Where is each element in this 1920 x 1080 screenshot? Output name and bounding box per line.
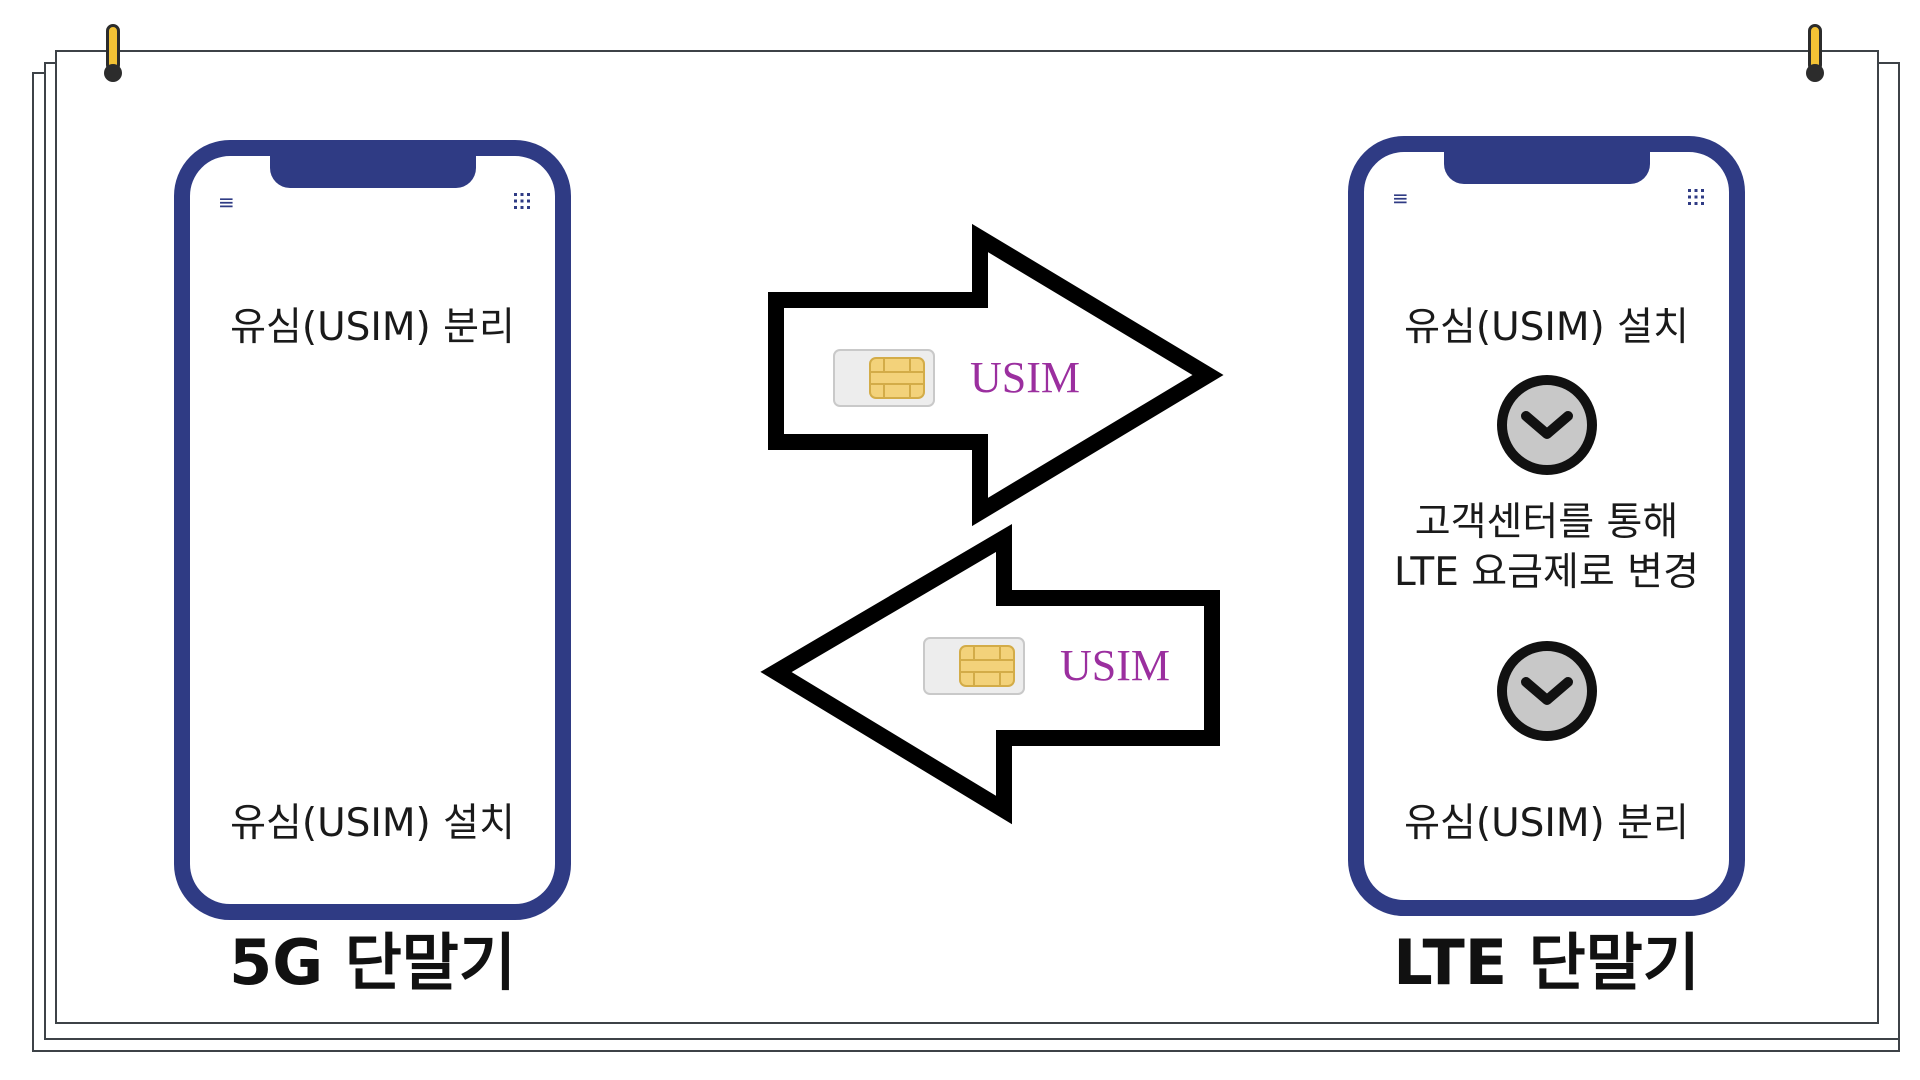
lte-usim-install-text: 유심(USIM) 설치: [1404, 305, 1689, 350]
phone-notch: [1444, 148, 1650, 184]
usim-transfer-arrows: USIM USIM: [760, 223, 1224, 825]
usim-text-bottom: USIM: [1060, 641, 1170, 690]
chevron-down-icon: [1496, 375, 1597, 475]
app-grid-icon: [514, 193, 530, 209]
pushpin-right-icon: [1806, 24, 1824, 82]
app-grid-icon: [1688, 189, 1704, 205]
5g-usim-install-text: 유심(USIM) 설치: [230, 801, 515, 846]
phone-5g: ≡ 유심(USIM) 분리 유심(USIM) 설치: [174, 140, 571, 920]
usim-text-top: USIM: [970, 353, 1080, 402]
lte-device-label: LTE 단말기: [1393, 926, 1700, 999]
chevron-down-icon: [1496, 641, 1597, 741]
hamburger-menu-icon: ≡: [1392, 186, 1409, 210]
lte-usim-remove-text: 유심(USIM) 분리: [1404, 801, 1689, 846]
5g-usim-remove-text: 유심(USIM) 분리: [230, 305, 515, 350]
pushpin-left-icon: [104, 24, 122, 82]
lte-plan-change-line1: 고객센터를 통해: [1414, 500, 1679, 545]
hamburger-menu-icon: ≡: [218, 190, 235, 214]
sim-card-icon: [923, 637, 1025, 695]
sim-card-icon: [833, 349, 935, 407]
phone-notch: [270, 152, 476, 188]
lte-plan-change-line2: LTE 요금제로 변경: [1394, 550, 1699, 595]
arrow-right-icon: [768, 223, 1224, 527]
5g-device-label: 5G 단말기: [229, 926, 516, 999]
phone-lte: ≡ 유심(USIM) 설치 고객센터를 통해 LTE 요금제로 변경 유심(US…: [1348, 136, 1745, 916]
lte-plan-change-text: 고객센터를 통해 LTE 요금제로 변경: [1364, 498, 1729, 598]
